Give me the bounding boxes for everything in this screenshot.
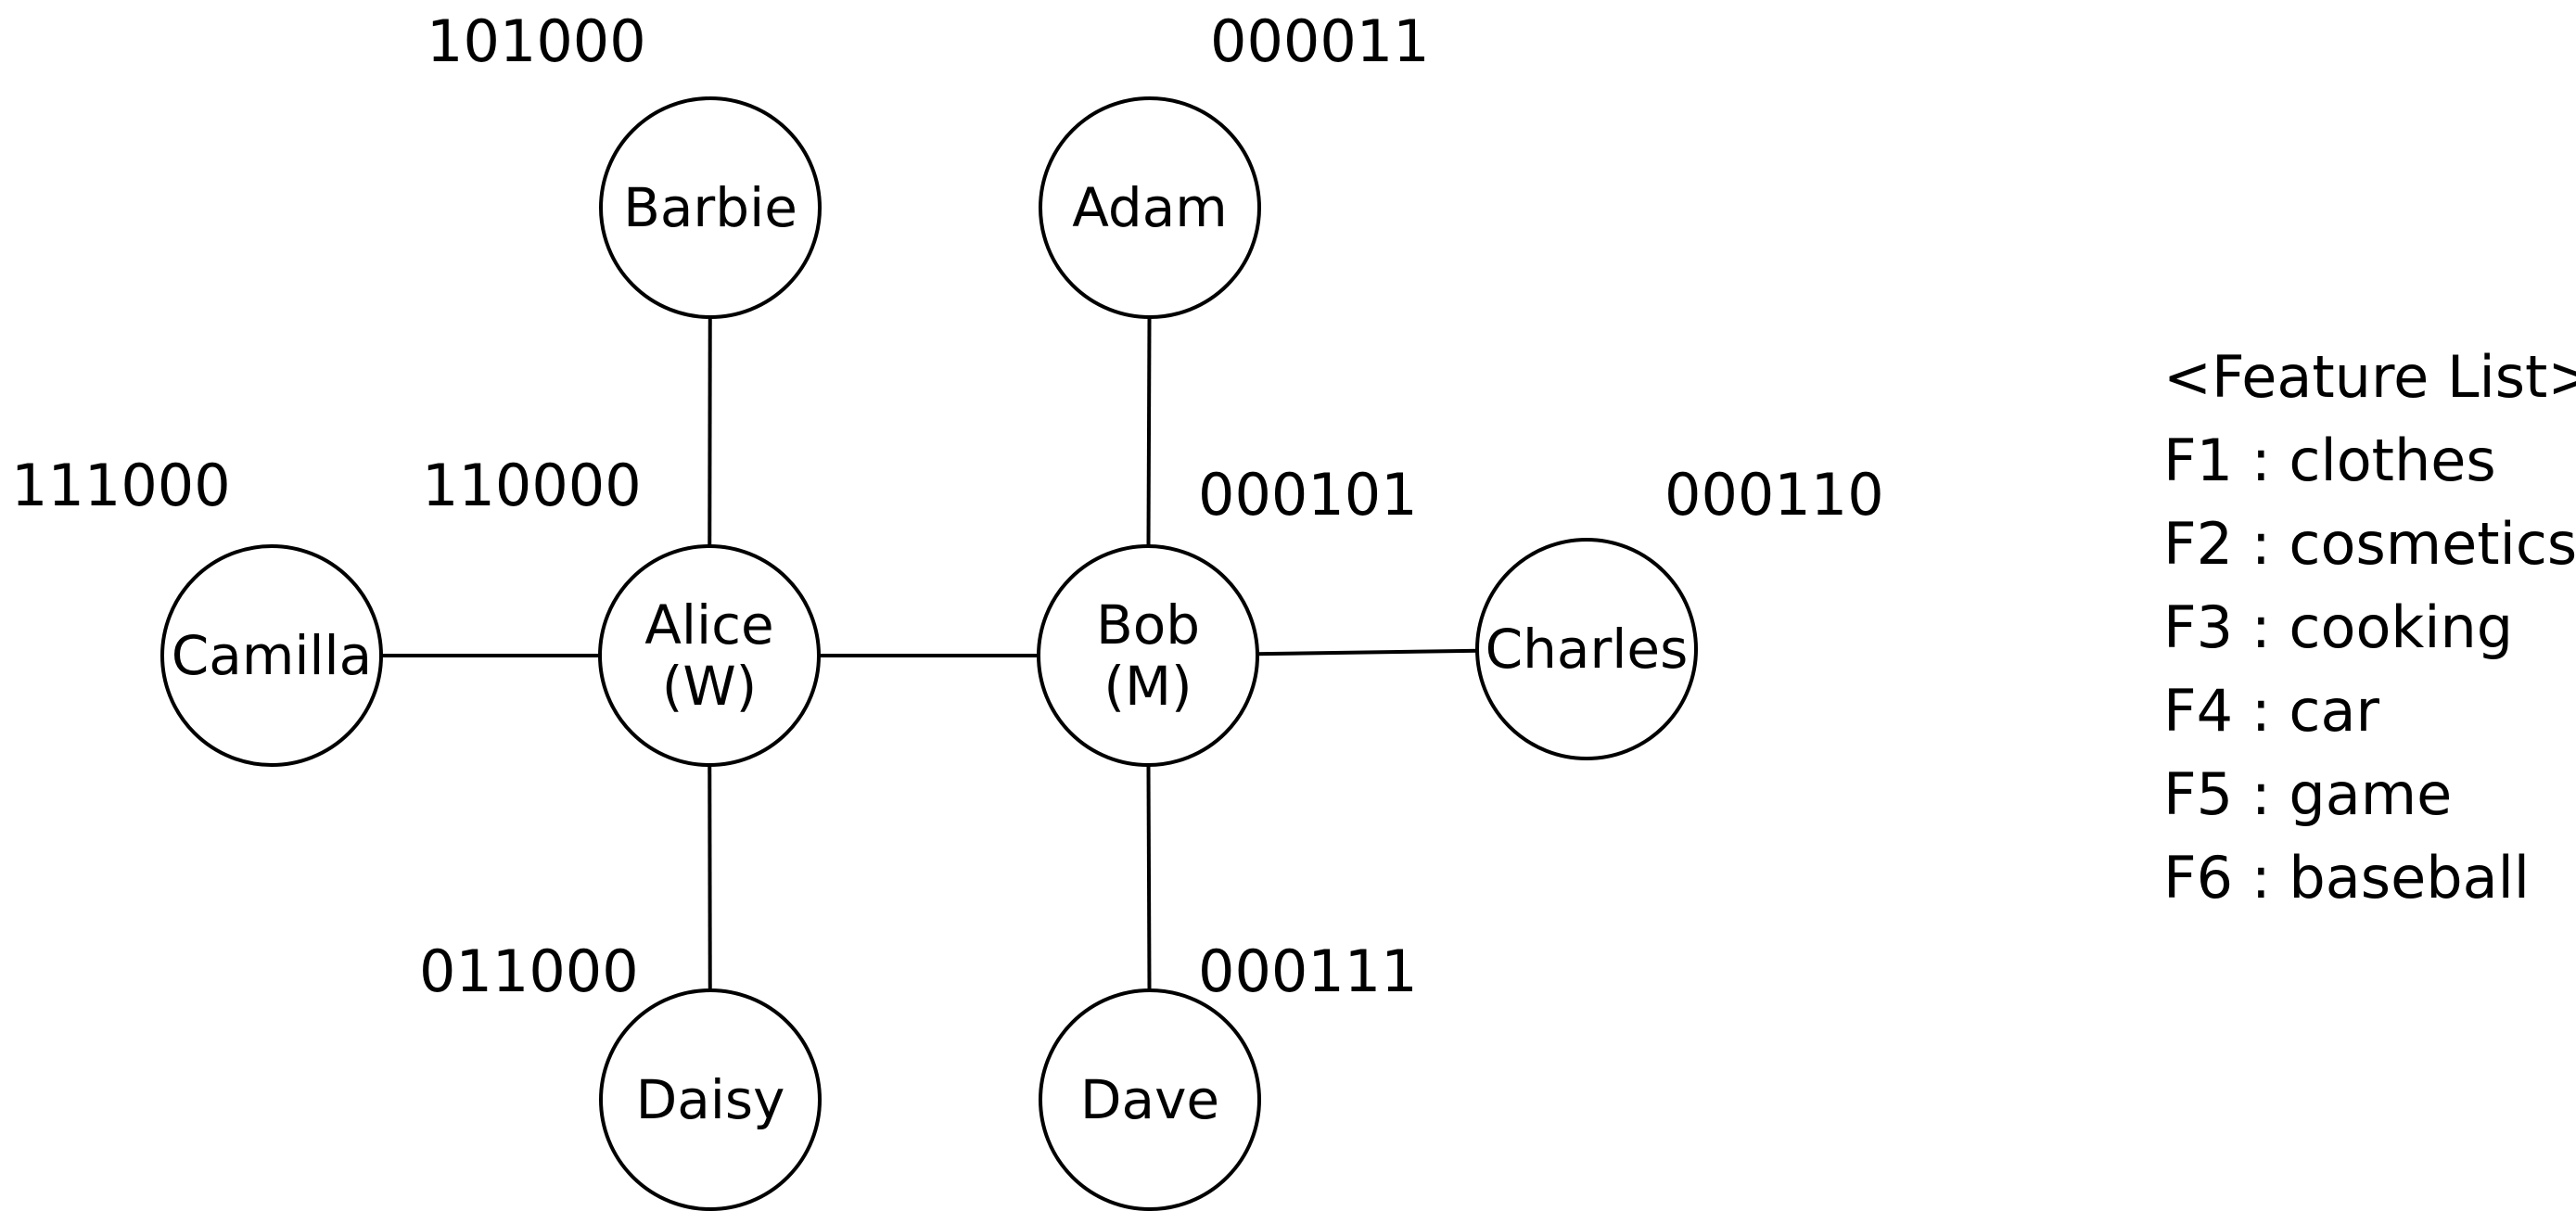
- node-circle-alice[interactable]: [598, 544, 821, 767]
- node-circle-camilla[interactable]: [160, 544, 383, 767]
- edge-adam-bob: [1146, 314, 1152, 549]
- feature-separator: :: [2233, 677, 2289, 745]
- node-circle-adam[interactable]: [1039, 96, 1261, 319]
- feature-code-bob: 000101: [1198, 461, 1418, 529]
- feature-separator: :: [2233, 510, 2289, 578]
- feature-item-f2: F2 : cosmetics: [2163, 503, 2576, 586]
- feature-code-daisy: 011000: [419, 937, 639, 1005]
- feature-value-f4: car: [2289, 677, 2379, 745]
- feature-code-camilla: 111000: [11, 452, 231, 519]
- feature-code-barbie: 101000: [427, 7, 646, 75]
- feature-key-f2: F2: [2163, 510, 2234, 578]
- feature-code-adam: 000011: [1210, 7, 1430, 75]
- feature-separator: :: [2233, 760, 2289, 828]
- feature-item-f6: F6 : baseball: [2163, 836, 2576, 920]
- feature-item-f4: F4 : car: [2163, 669, 2576, 753]
- node-circle-barbie[interactable]: [599, 96, 822, 319]
- feature-key-f3: F3: [2163, 593, 2234, 661]
- feature-code-alice: 110000: [422, 452, 642, 519]
- node-circle-dave[interactable]: [1039, 988, 1261, 1211]
- feature-code-dave: 000111: [1198, 937, 1418, 1005]
- feature-code-charles: 000110: [1664, 461, 1884, 529]
- feature-separator: :: [2233, 593, 2289, 661]
- edges-layer: [379, 314, 1480, 993]
- edge-alice-daisy: [708, 762, 712, 993]
- node-circle-bob[interactable]: [1037, 544, 1259, 767]
- feature-item-f5: F5 : game: [2163, 753, 2576, 836]
- feature-value-f1: clothes: [2289, 427, 2496, 494]
- feature-key-f4: F4: [2163, 677, 2234, 745]
- feature-list-header: <Feature List>: [2163, 343, 2576, 411]
- edge-bob-dave: [1146, 762, 1152, 993]
- feature-separator: :: [2233, 844, 2289, 912]
- feature-value-f2: cosmetics: [2289, 510, 2576, 578]
- edge-barbie-alice: [708, 314, 712, 549]
- feature-value-f3: cooking: [2289, 593, 2514, 661]
- feature-key-f5: F5: [2163, 760, 2234, 828]
- feature-value-f5: game: [2289, 760, 2453, 828]
- node-circle-daisy[interactable]: [599, 988, 822, 1211]
- feature-value-f6: baseball: [2289, 844, 2531, 912]
- feature-separator: :: [2233, 427, 2289, 494]
- node-circle-charles[interactable]: [1475, 538, 1698, 760]
- nodes-layer: [160, 96, 1698, 1211]
- feature-item-f3: F3 : cooking: [2163, 586, 2576, 669]
- feature-key-f6: F6: [2163, 844, 2234, 912]
- edge-bob-charles: [1255, 648, 1480, 657]
- feature-key-f1: F1: [2163, 427, 2234, 494]
- feature-item-f1: F1 : clothes: [2163, 419, 2576, 503]
